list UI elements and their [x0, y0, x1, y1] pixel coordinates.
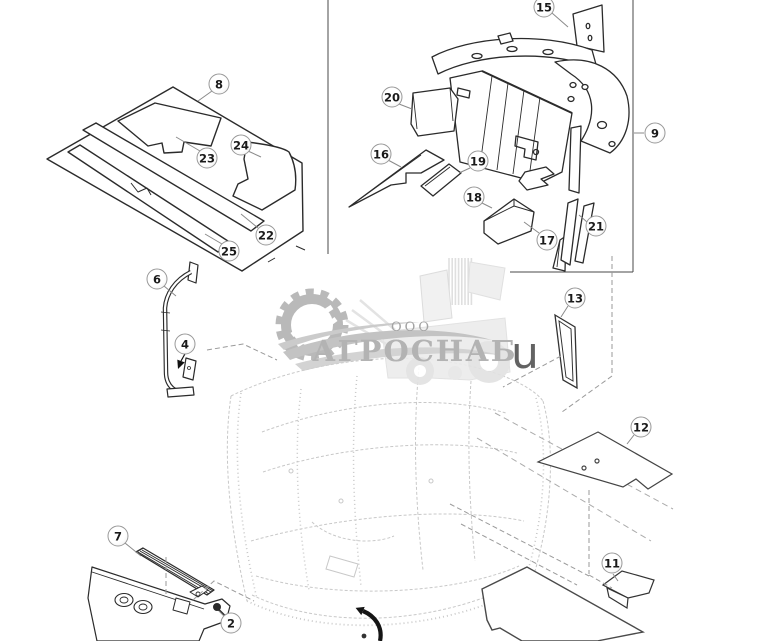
watermark-company-name: АГРОСНАБ: [312, 334, 518, 368]
watermark-swoosh: [278, 322, 500, 371]
watermark-org-type: ООО: [391, 320, 432, 335]
callout-16: 16: [370, 143, 392, 165]
callout-8: 8: [208, 73, 230, 95]
watermark-logo: [275, 258, 511, 385]
panel-24: [232, 141, 297, 211]
callout-6: 6: [146, 268, 168, 290]
headliner-panel-group: [46, 86, 306, 272]
floor-mat: [481, 566, 646, 641]
callout-7: 7: [107, 525, 129, 547]
sliver-21a: [560, 198, 579, 266]
step-assembly: [87, 547, 231, 641]
bracket-11: [601, 570, 655, 610]
panel-18: [483, 198, 535, 245]
z-bracket: [518, 166, 555, 191]
watermark-suffix-char: u: [511, 328, 539, 379]
callout-17: 17: [536, 229, 558, 251]
fender-panel: [554, 59, 630, 154]
rotate-direction-arrow-icon: [355, 606, 383, 641]
grab-handle: [160, 261, 199, 398]
floor-panel-12: [536, 431, 674, 490]
side-panel-13: [554, 313, 578, 390]
callout-15: 15: [533, 0, 555, 18]
callout-11: 11: [601, 552, 623, 574]
callout-20: 20: [381, 86, 403, 108]
strip-22: [82, 122, 265, 232]
panel-23: [117, 102, 222, 154]
callout-22: 22: [255, 224, 277, 246]
panel-19: [420, 163, 462, 197]
callout-13: 13: [564, 287, 586, 309]
side-sliver: [568, 125, 582, 194]
callout-18: 18: [463, 186, 485, 208]
callout-9: 9: [644, 122, 666, 144]
callout-25: 25: [218, 240, 240, 262]
callout-leader-lines: [124, 12, 644, 617]
callout-4: 4: [174, 333, 196, 355]
bolt-2: [213, 603, 221, 611]
callout-23: 23: [196, 147, 218, 169]
callout-24: 24: [230, 134, 252, 156]
step-bracket: [87, 566, 231, 641]
firewall-insulation-group: [348, 4, 630, 272]
callout-12: 12: [630, 416, 652, 438]
callout-19: 19: [467, 150, 489, 172]
callout-21: 21: [585, 215, 607, 237]
arrow-4-head: [177, 359, 185, 369]
callout-2: 2: [220, 612, 242, 634]
dashed-guides: [165, 256, 613, 602]
wedge-16: [348, 149, 445, 208]
